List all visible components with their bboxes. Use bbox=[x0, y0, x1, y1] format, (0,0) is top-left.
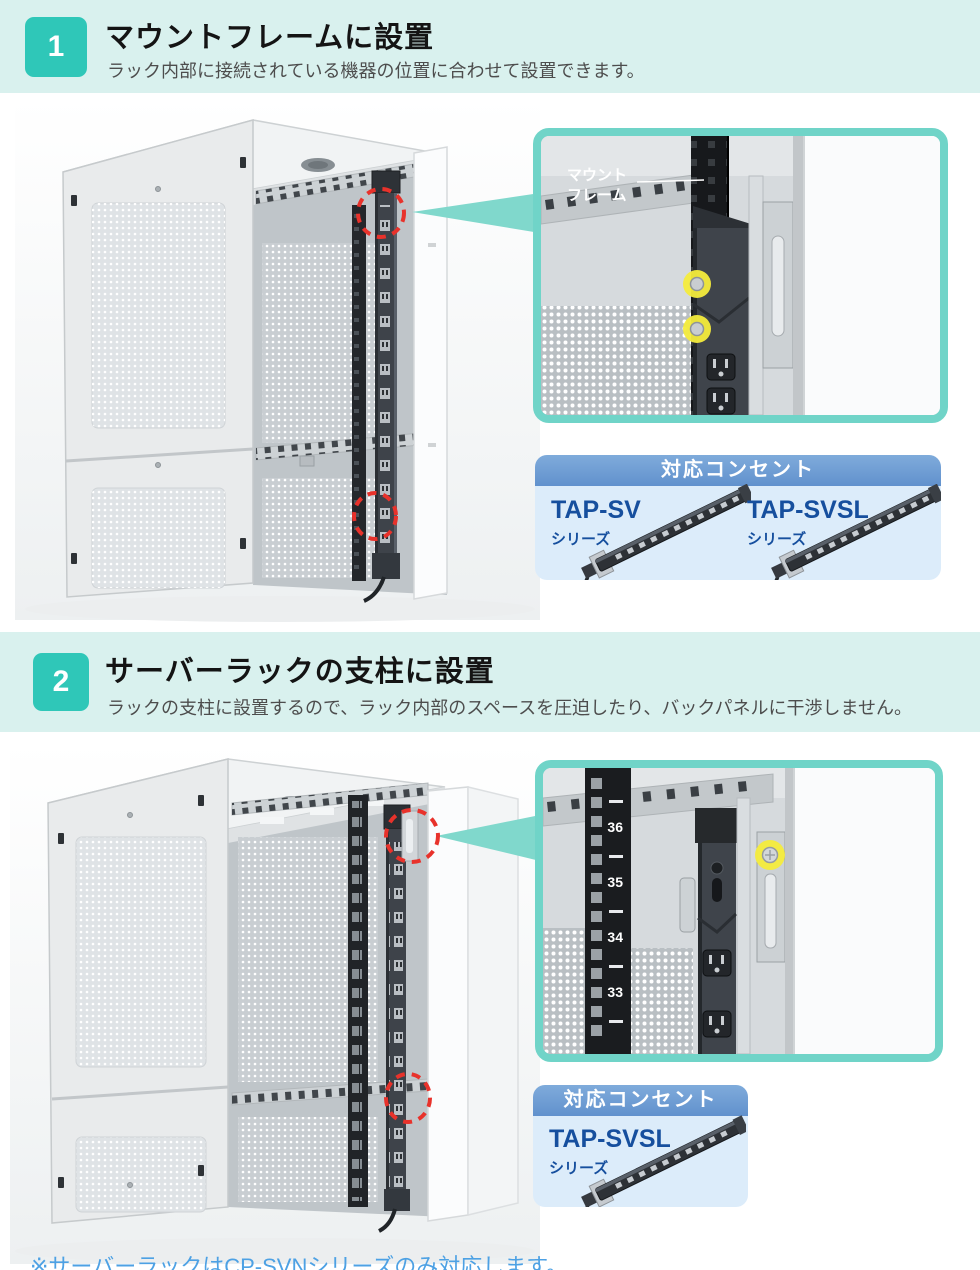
outlet-panel-body: TAP-SVSL シリーズ bbox=[533, 1115, 748, 1207]
power-strip-image bbox=[581, 484, 751, 580]
outlet-panel-body: TAP-SV シリーズ bbox=[535, 484, 941, 580]
rack-photo-1 bbox=[0, 93, 540, 628]
compatible-outlet-panel-2: 対応コンセント TAP-SVSL シリーズ bbox=[533, 1085, 748, 1207]
svg-text:フレーム: フレーム bbox=[567, 187, 627, 204]
section-2-header: 2 サーバーラックの支柱に設置 ラックの支柱に設置するので、ラック内部のスペース… bbox=[0, 632, 980, 732]
rack-unit-gauge-strip bbox=[348, 795, 368, 1207]
section-2-number-badge: 2 bbox=[33, 653, 89, 711]
power-strip-image bbox=[771, 484, 941, 580]
rail-with-holes bbox=[541, 173, 702, 225]
compatible-outlet-panel-1: 対応コンセント TAP-SV シリーズ bbox=[535, 455, 941, 580]
callout-triangle-1 bbox=[412, 193, 540, 233]
highlight-circle-bottom-2 bbox=[384, 1072, 432, 1124]
unit-number: 34 bbox=[607, 929, 623, 945]
detail-photo-1: マウント フレーム bbox=[533, 128, 948, 423]
power-strip-closeup bbox=[695, 808, 739, 1054]
footnote: ※サーバーラックはCP-SVNシリーズのみ対応します。 bbox=[30, 1254, 569, 1270]
section-1-header: 1 マウントフレームに設置 ラック内部に接続されている機器の位置に合わせて設置で… bbox=[0, 0, 980, 93]
outlet-panel-header: 対応コンセント bbox=[535, 455, 941, 486]
rack-interior bbox=[228, 782, 445, 1233]
rack-photo-2 bbox=[0, 737, 540, 1270]
highlight-circle-top-1 bbox=[356, 187, 406, 239]
front-frame bbox=[427, 786, 519, 1222]
door-panel bbox=[785, 768, 935, 1054]
product-series-label: シリーズ bbox=[551, 531, 611, 548]
section-2-title: サーバーラックの支柱に設置 bbox=[105, 656, 495, 688]
mount-frame-label: マウント フレーム bbox=[567, 167, 705, 204]
power-strip-closeup bbox=[683, 206, 751, 415]
front-frame bbox=[413, 146, 448, 600]
mesh-area bbox=[541, 306, 691, 415]
rack-illustration-2 bbox=[10, 742, 540, 1264]
product-series-label: シリーズ bbox=[549, 1160, 609, 1177]
side-panel bbox=[62, 119, 254, 598]
side-mesh-lower bbox=[76, 1137, 206, 1212]
unit-number: 36 bbox=[607, 819, 623, 835]
mesh-area bbox=[631, 948, 693, 1054]
section-1-number-badge: 1 bbox=[25, 17, 87, 77]
cable-duct bbox=[352, 205, 366, 581]
unit-number: 35 bbox=[607, 874, 623, 890]
power-strip-image bbox=[581, 1115, 746, 1207]
product-name: TAP-SVSL bbox=[549, 1125, 671, 1153]
rack-interior bbox=[253, 155, 447, 603]
section-1-title: マウントフレームに設置 bbox=[105, 22, 435, 54]
svg-text:マウント: マウント bbox=[567, 167, 627, 184]
outlet-socket bbox=[706, 387, 736, 415]
side-mesh-upper bbox=[92, 203, 225, 428]
callout-triangle-2 bbox=[436, 815, 540, 861]
section-1-subtitle: ラック内部に接続されている機器の位置に合わせて設置できます。 bbox=[107, 61, 645, 81]
product-series-label: シリーズ bbox=[747, 531, 807, 548]
support-bar bbox=[736, 797, 751, 1054]
highlight-circle-top-2 bbox=[384, 808, 440, 864]
side-mesh-lower bbox=[92, 488, 225, 588]
support-bar bbox=[748, 175, 764, 415]
detail-photo-2: 36 35 34 33 bbox=[535, 760, 943, 1062]
mounting-bracket bbox=[401, 810, 419, 862]
outlet-panel-header: 対応コンセント bbox=[533, 1085, 748, 1116]
section-2-subtitle: ラックの支柱に設置するので、ラック内部のスペースを圧迫したり、バックパネルに干渉… bbox=[107, 698, 912, 718]
product-name: TAP-SVSL bbox=[747, 496, 869, 524]
outlet-socket bbox=[702, 949, 732, 977]
rack-unit-gauge: 36 35 34 33 bbox=[585, 768, 631, 1054]
label-pointer-line bbox=[636, 179, 705, 183]
mounting-bracket bbox=[762, 201, 794, 369]
support-clip bbox=[679, 877, 696, 933]
rack-illustration-1 bbox=[15, 98, 540, 622]
mesh-area bbox=[543, 928, 585, 1054]
outlet-socket bbox=[702, 1010, 732, 1038]
door-panel bbox=[793, 136, 940, 415]
product-name: TAP-SV bbox=[551, 496, 641, 524]
unit-number: 33 bbox=[607, 984, 623, 1000]
mounting-bracket bbox=[755, 831, 786, 963]
mounted-power-strip bbox=[363, 170, 401, 603]
back-mesh-upper bbox=[262, 243, 394, 443]
side-mesh-upper bbox=[76, 837, 206, 1067]
outlet-socket bbox=[706, 353, 736, 381]
side-panel bbox=[47, 758, 229, 1224]
highlight-circle-bottom-1 bbox=[352, 491, 398, 541]
